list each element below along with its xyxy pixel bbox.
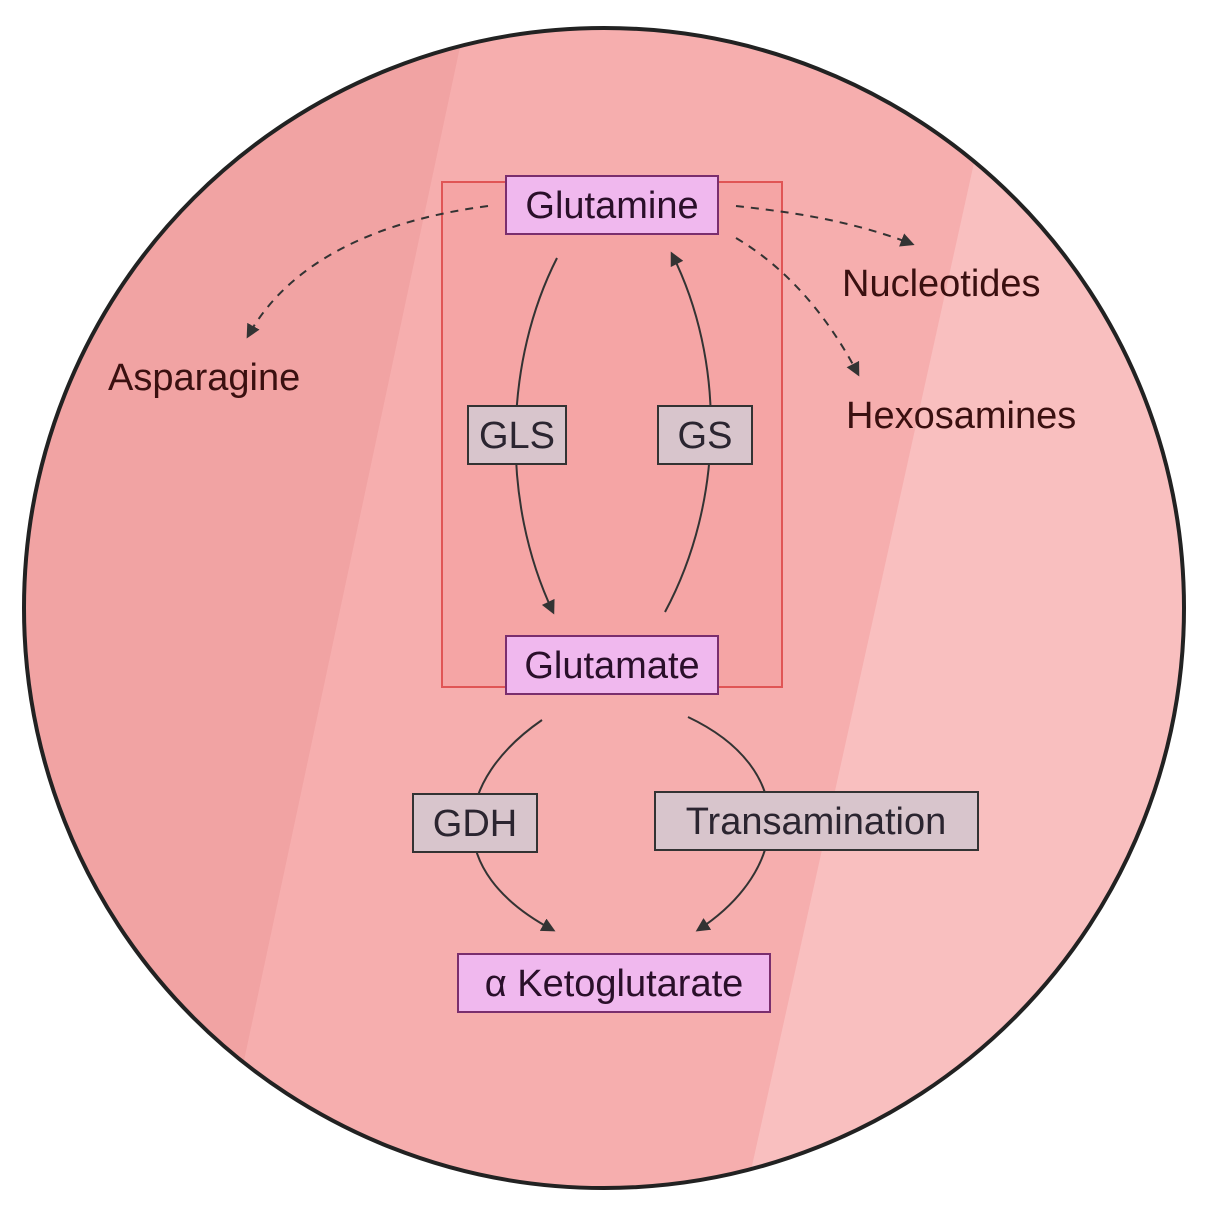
cell-shade-band-right bbox=[740, 28, 1184, 1188]
gs-box bbox=[657, 405, 753, 465]
metabolite-alpha-ketoglutarate: α Ketoglutarate bbox=[457, 953, 771, 1013]
glutamine-box bbox=[505, 175, 719, 235]
asparagine-arrow bbox=[246, 205, 489, 339]
asparagine-label: Asparagine bbox=[108, 357, 300, 399]
cell-outline bbox=[22, 26, 1186, 1190]
enzyme-gls: GLS bbox=[467, 405, 567, 465]
metabolite-glutamine: Glutamine bbox=[505, 175, 719, 235]
biosynthesis-arrows bbox=[246, 205, 915, 377]
gdh-label: GDH bbox=[433, 803, 517, 845]
enzyme-gdh: GDH bbox=[412, 793, 538, 853]
gs-label: GS bbox=[678, 415, 733, 457]
enzyme-gs: GS bbox=[657, 405, 753, 465]
alpha-ketoglutarate-label: α Ketoglutarate bbox=[485, 963, 744, 1005]
gdh-box bbox=[412, 793, 538, 853]
cell-shade-band-left bbox=[24, 28, 470, 1188]
hexosamines-label: Hexosamines bbox=[846, 395, 1076, 437]
glutamate-box bbox=[505, 635, 719, 695]
transamination-box bbox=[654, 791, 979, 851]
enzyme-transamination: Transamination bbox=[654, 791, 979, 851]
nucleotides-arrow bbox=[735, 205, 915, 247]
transamination-label: Transamination bbox=[686, 801, 947, 843]
nucleotides-label: Nucleotides bbox=[842, 263, 1041, 305]
glutamine-label: Glutamine bbox=[525, 185, 698, 227]
alpha-ketoglutarate-box bbox=[457, 953, 771, 1013]
glutamate-label: Glutamate bbox=[524, 645, 699, 687]
gls-box bbox=[467, 405, 567, 465]
metabolite-glutamate: Glutamate bbox=[505, 635, 719, 695]
hexosamines-arrow bbox=[735, 237, 860, 377]
gls-label: GLS bbox=[479, 415, 555, 457]
